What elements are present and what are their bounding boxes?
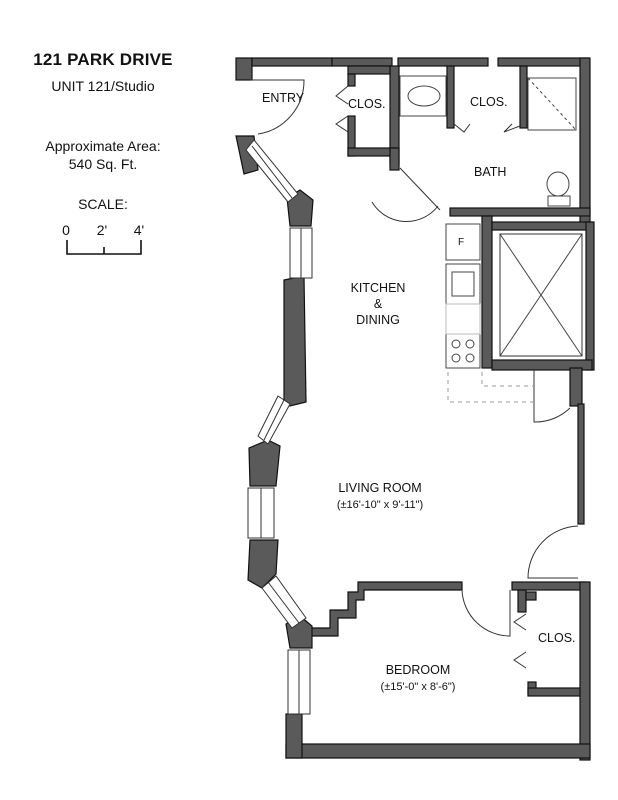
kitchen-label-1: KITCHEN — [351, 281, 406, 295]
vanity — [399, 75, 447, 117]
kitchen-label-2: & — [374, 297, 383, 311]
entry-door — [250, 79, 305, 135]
scale-tick-4ft: 4' — [133, 222, 145, 238]
closet-bath-label: CLOS. — [470, 95, 508, 109]
closet-bedroom-door — [513, 613, 527, 669]
scale-label: SCALE: — [78, 196, 128, 212]
kitchen-sink — [445, 263, 481, 305]
bedroom-label: BEDROOM — [386, 663, 451, 677]
doors — [250, 79, 579, 669]
living-right-door — [527, 525, 579, 579]
unit-label: UNIT 121/Studio — [51, 78, 155, 94]
pantry-door — [533, 370, 571, 423]
entry-label: ENTRY — [262, 91, 305, 105]
walls — [235, 57, 595, 761]
windows — [245, 139, 313, 715]
scale-bar — [66, 240, 142, 255]
scale-tick-0: 0 — [62, 222, 70, 238]
closet-bath-door — [453, 123, 521, 133]
area-value: 540 Sq. Ft. — [68, 156, 138, 172]
bath-door — [371, 167, 441, 223]
closet-entry-door — [335, 85, 349, 133]
closet-entry-label: CLOS. — [348, 97, 386, 111]
scale-tick-2ft: 2' — [96, 222, 108, 238]
stove — [445, 333, 481, 369]
living-room-dimensions: (±16'-10" x 9'-11") — [337, 499, 423, 511]
shower — [527, 77, 577, 131]
toilet — [546, 171, 570, 197]
fridge — [445, 223, 481, 261]
fridge-label: F — [458, 237, 464, 248]
fixtures — [399, 75, 583, 403]
bedroom-door — [461, 589, 511, 637]
living-room-label: LIVING ROOM — [338, 481, 421, 495]
bedroom-dimensions: (±15'-0" x 8'-6") — [381, 681, 456, 693]
sink-bath — [407, 85, 441, 107]
area-label: Approximate Area: — [45, 138, 161, 154]
bath-label: BATH — [474, 165, 506, 179]
elevator-shaft — [499, 233, 583, 357]
kitchen-label-3: DINING — [356, 313, 400, 327]
property-title: 121 PARK DRIVE — [33, 50, 173, 69]
closet-bedroom-label: CLOS. — [538, 631, 576, 645]
